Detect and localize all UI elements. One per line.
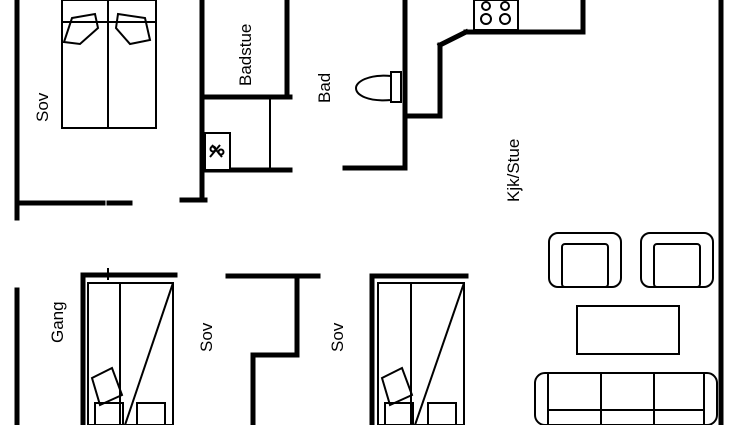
room-label-sov-right: Sov xyxy=(328,322,347,352)
sofa-icon xyxy=(534,372,718,425)
room-label-kjk-stue: Kjk/Stue xyxy=(504,139,523,202)
bed-icon xyxy=(61,0,157,129)
bed-icon xyxy=(87,282,174,425)
room-label-sov-top: Sov xyxy=(33,92,52,122)
bed-icon xyxy=(377,282,465,425)
room-label-bad: Bad xyxy=(315,73,334,103)
room-label-sov-middle: Sov xyxy=(197,322,216,352)
coffee-table-icon xyxy=(576,305,680,355)
stove-icon xyxy=(473,0,519,31)
armchair-icon xyxy=(640,232,714,288)
sauna-heater-icon xyxy=(204,132,231,171)
toilet-icon xyxy=(354,71,402,103)
room-label-badstue: Badstue xyxy=(236,24,255,86)
walls xyxy=(14,0,724,425)
armchair-icon xyxy=(548,232,622,288)
room-label-gang: Gang xyxy=(48,301,67,343)
